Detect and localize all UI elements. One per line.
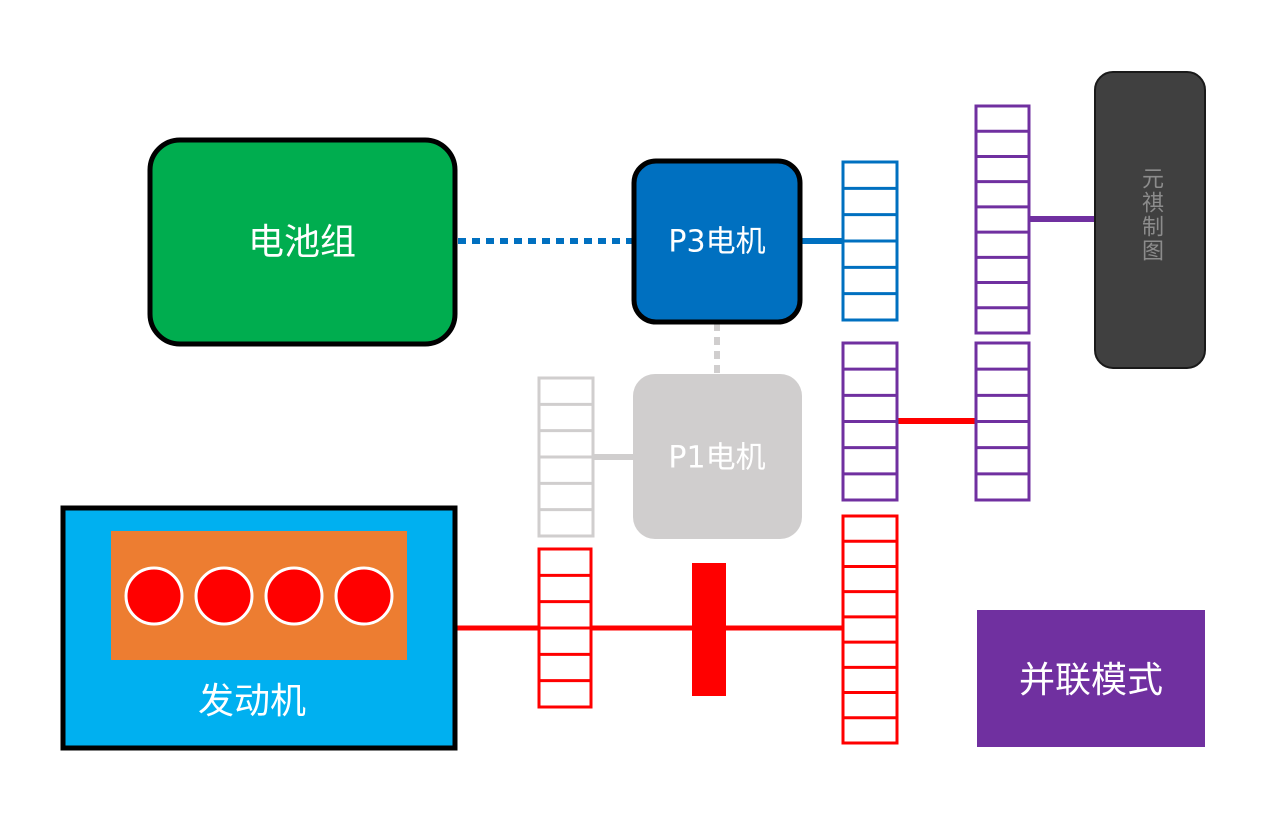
intermediate-gear <box>841 341 899 502</box>
output-gear-large-body <box>841 514 899 745</box>
cylinder <box>334 566 394 626</box>
cylinder <box>264 566 324 626</box>
battery-pack <box>147 137 458 347</box>
p1-motor-label: P1电机 <box>668 441 765 476</box>
p3-motor <box>631 158 803 325</box>
engine-label: 发动机 <box>198 681 306 722</box>
battery-label: 电池组 <box>248 222 356 263</box>
wheel-label: 元祺制图 <box>1138 167 1164 263</box>
gear-stacks <box>537 104 1031 745</box>
cylinder <box>194 566 254 626</box>
p1-gear <box>537 376 595 538</box>
wheel <box>1094 71 1206 369</box>
clutch <box>692 563 726 696</box>
final-gear-upper-body <box>974 104 1031 335</box>
p1-motor <box>633 374 802 539</box>
final-gear-upper <box>974 104 1031 335</box>
p3-motor-label: P3电机 <box>668 225 765 260</box>
mode-badge <box>977 610 1205 747</box>
p3-gear <box>841 160 899 322</box>
output-gear-large <box>841 514 899 745</box>
final-gear-lower <box>974 341 1031 502</box>
cylinder <box>124 566 184 626</box>
engine-gear <box>537 547 593 709</box>
mode-label: 并联模式 <box>1019 660 1163 701</box>
